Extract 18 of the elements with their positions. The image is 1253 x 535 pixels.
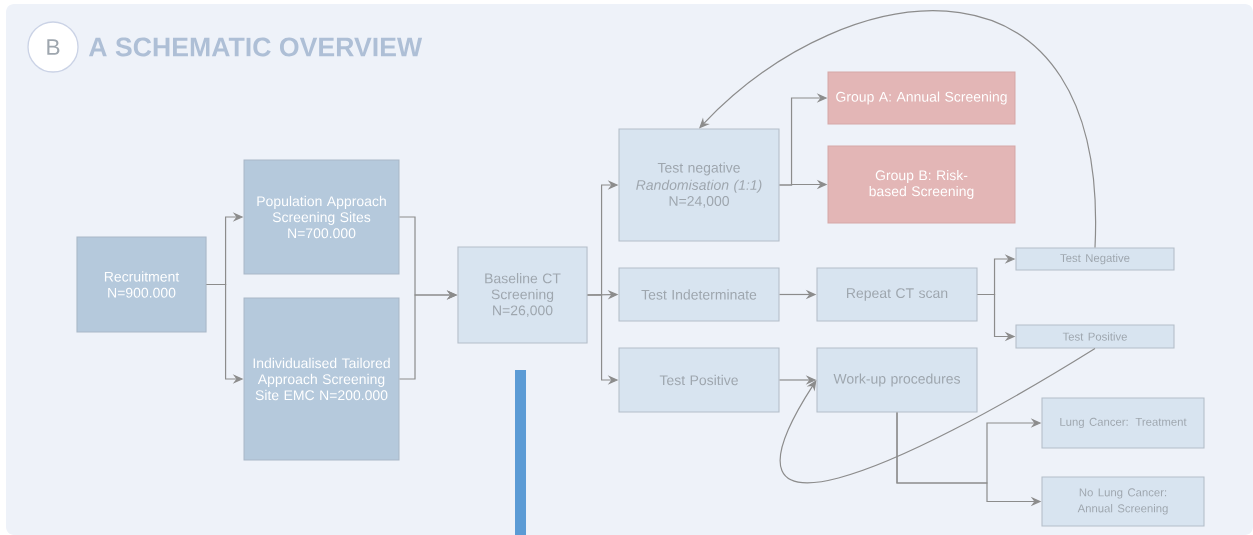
- title: A SCHEMATIC OVERVIEW: [88, 37, 423, 57]
- process-box: Recruitment N=900.000: [76, 236, 207, 333]
- arrow: [699, 10, 1096, 249]
- process-box: Population Approach Screening Sites N=700.000: [243, 159, 400, 275]
- process-box: Individualised Tailored Approach Screening Site EMC N=200.000: [243, 297, 400, 461]
- process-box: Repeat CT scan: [816, 267, 978, 322]
- group-box: Group A: Annual Screening: [827, 71, 1016, 125]
- process-box: Work-up procedures: [816, 347, 978, 413]
- arrow: [780, 347, 1096, 484]
- process-box: Test Positive: [618, 347, 780, 413]
- process-box: Test Indeterminate: [618, 267, 780, 322]
- group-box: Group B: Risk-based Screening: [827, 145, 1016, 224]
- process-box: Test negative Randomisation (1:1) N=24,000: [618, 128, 780, 242]
- outcome-box: Test Positive: [1015, 324, 1175, 349]
- outcome-box: No Lung Cancer: Annual Screening: [1041, 476, 1205, 527]
- process-box: Baseline CT Screening N=26,000: [457, 246, 588, 344]
- outcome-box: Lung Cancer: Treatment: [1041, 397, 1205, 449]
- outcome-box: Test Negative: [1015, 247, 1175, 271]
